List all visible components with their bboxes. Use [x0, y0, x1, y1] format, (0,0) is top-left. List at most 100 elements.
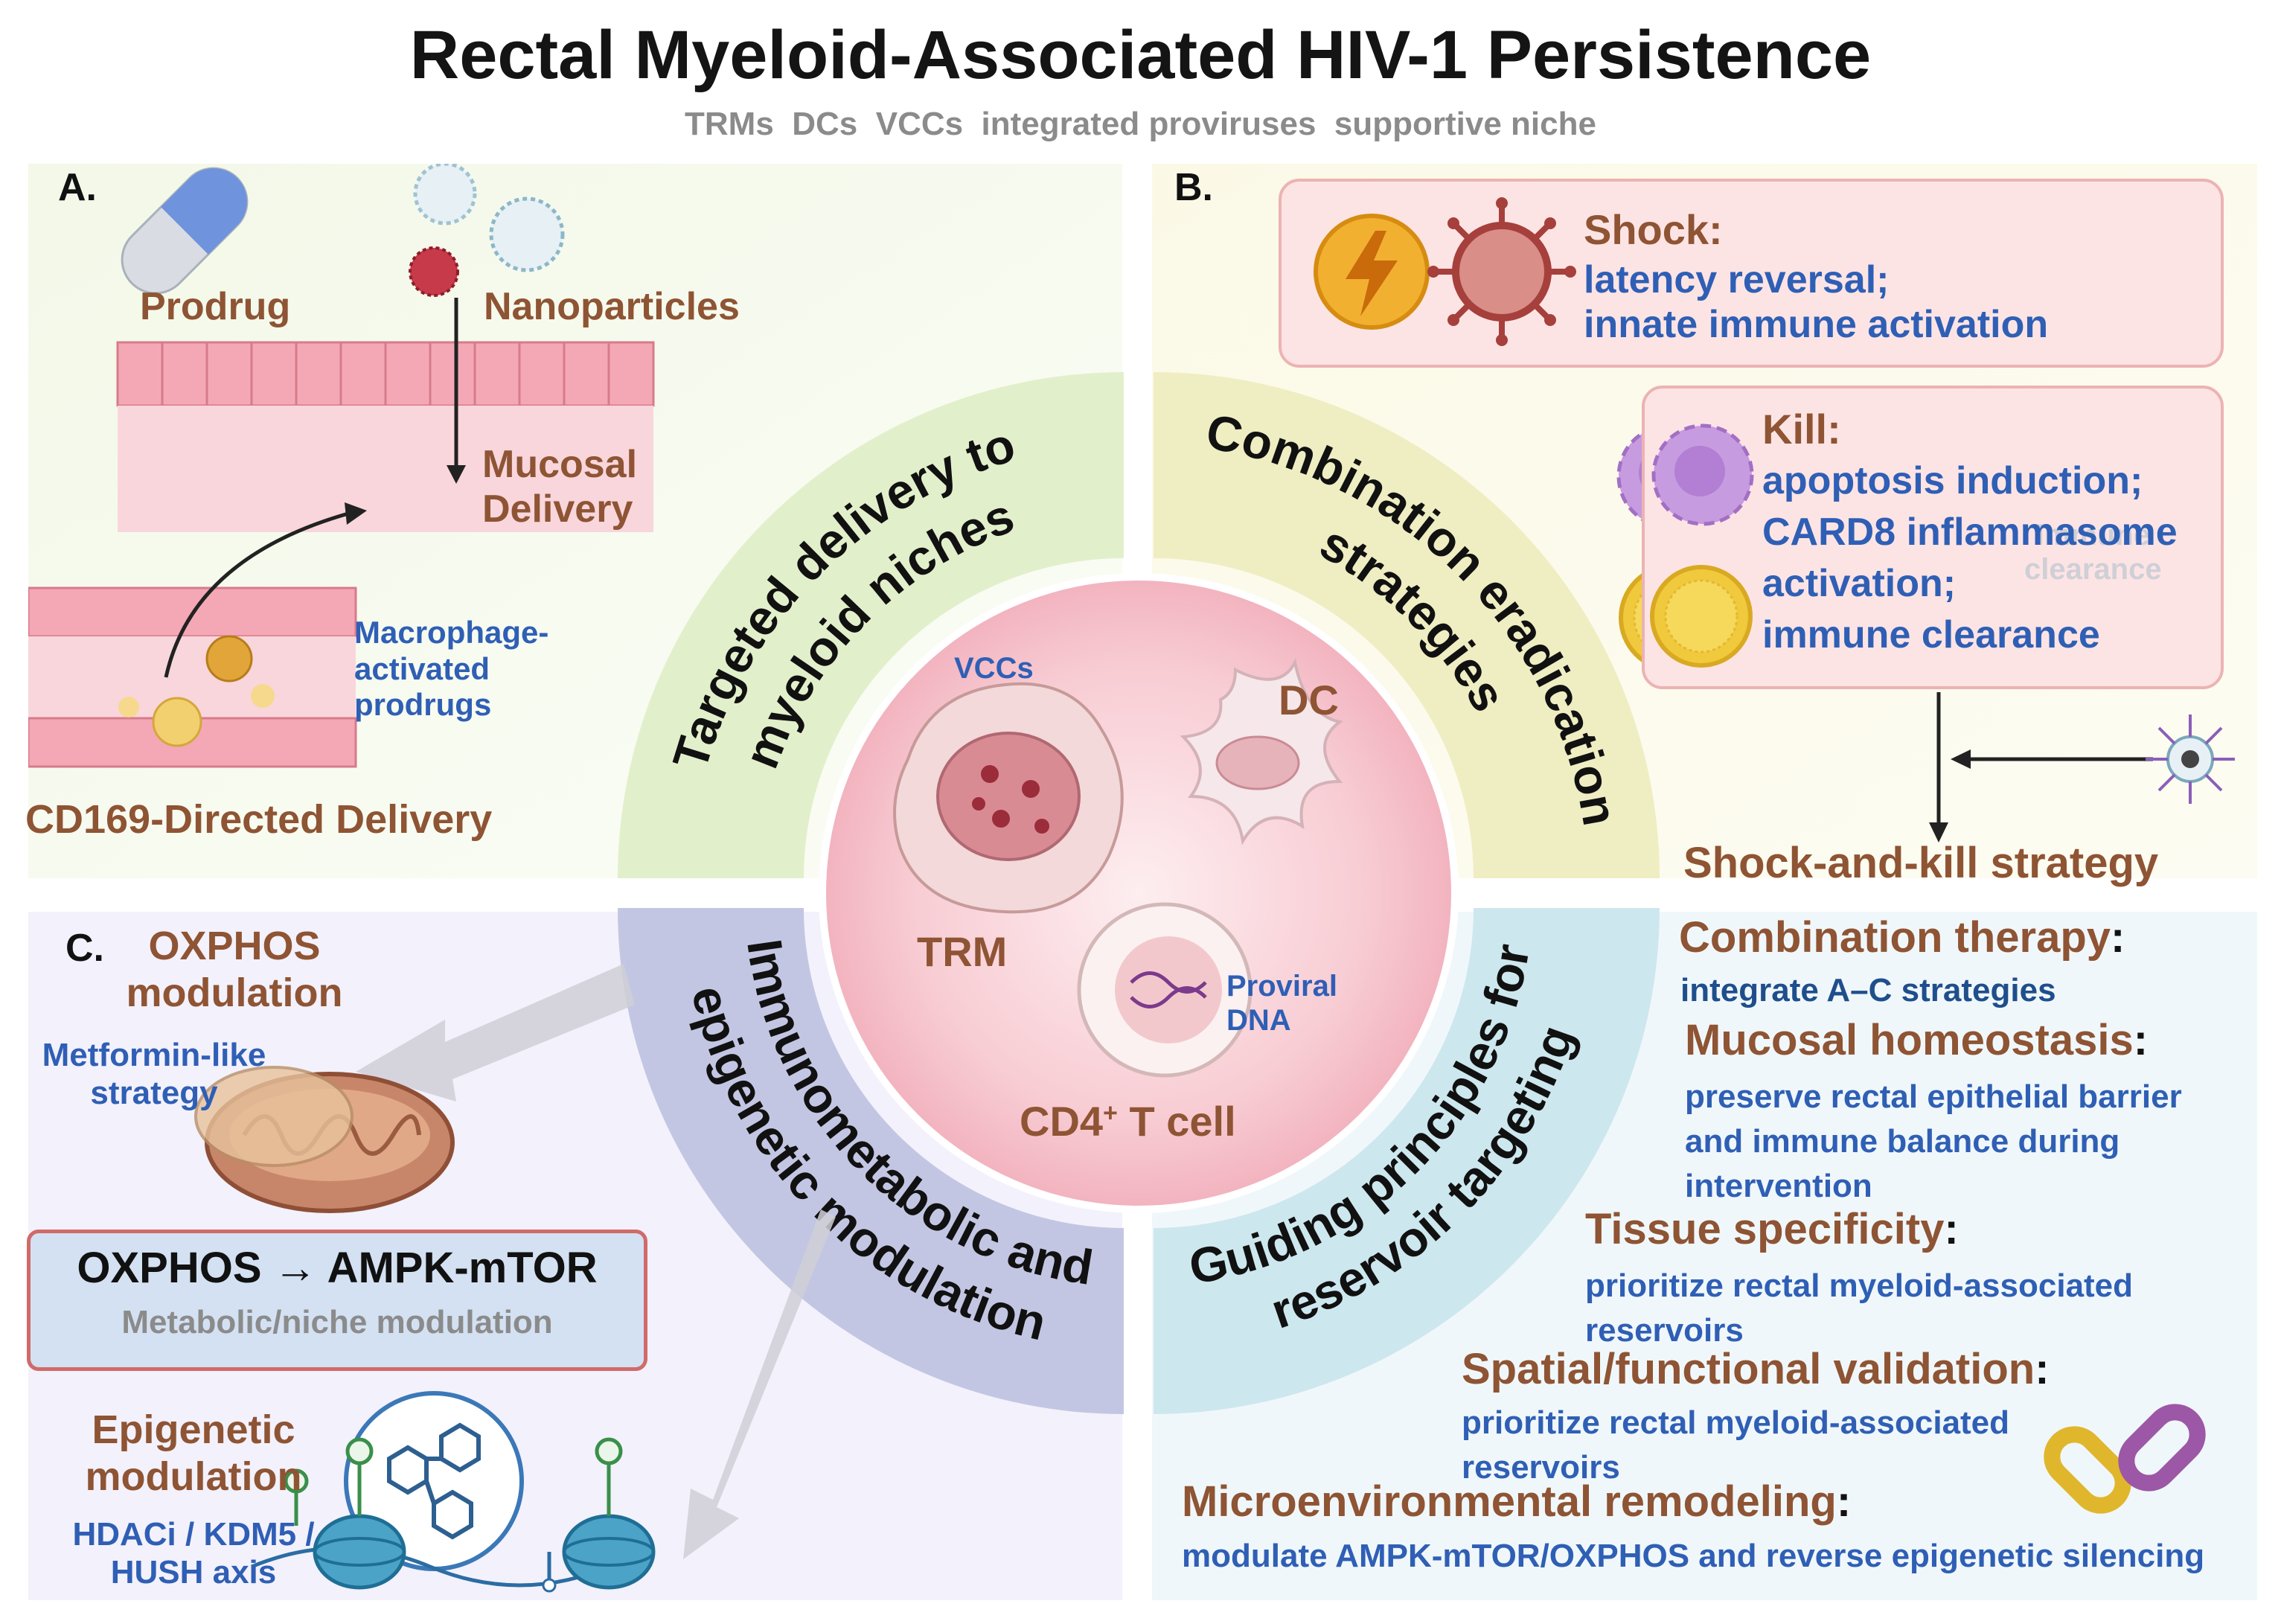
macrophage-line3: prodrugs	[354, 687, 492, 723]
kill-box-icons	[1650, 423, 1754, 668]
vcc-virus-icon	[972, 765, 1049, 834]
center-illustration	[893, 658, 1343, 1078]
item-2-line3: intervention	[1685, 1168, 1872, 1204]
mucosal-delivery-label: Mucosal Delivery	[482, 442, 637, 532]
item-5-title: Microenvironmental remodeling	[1182, 1477, 1837, 1526]
proviral-line2: DNA	[1226, 1004, 1291, 1038]
nucleosome-icon	[251, 1437, 656, 1593]
capsule-icon	[121, 167, 249, 295]
tissue-specificity-text: prioritize rectal myeloid-associated res…	[1585, 1264, 2133, 1353]
mitochondrion-icon	[194, 1066, 455, 1213]
item-4-line1: prioritize rectal myeloid-associated	[1462, 1404, 2010, 1441]
page-title: Rectal Myeloid-Associated HIV-1 Persiste…	[409, 17, 1872, 93]
oxphos-ampk-box	[27, 1230, 647, 1371]
combination-therapy-text: integrate A–C strategies	[1680, 972, 2056, 1008]
item-4-title: Spatial/functional validation	[1462, 1345, 2035, 1393]
nanoparticle-icon	[489, 196, 565, 272]
item-3-line1: prioritize rectal myeloid-associated	[1585, 1267, 2134, 1304]
kill-line4: immune clearance	[1762, 613, 2100, 656]
oxphos-ampk-subtitle: Metabolic/niche modulation	[121, 1304, 553, 1340]
combination-therapy-title: Combination therapy:	[1679, 912, 2125, 962]
metformin-label: Metformin-like strategy	[31, 1036, 277, 1112]
page-subtitle: TRMs DCs VCCs integrated proviruses supp…	[685, 106, 1596, 142]
item-4-line2: reservoirs	[1462, 1449, 1620, 1486]
epi-line2: modulation	[85, 1454, 302, 1499]
virus-icon	[1427, 197, 1576, 346]
colon: :	[2133, 1016, 2149, 1064]
dc-cell-icon	[1180, 658, 1343, 845]
nanoparticle-icon	[2146, 715, 2235, 804]
oxphos-ampk-title: OXPHOS → AMPK-mTOR	[77, 1244, 598, 1292]
cd4-text: CD4	[1020, 1098, 1104, 1145]
cd4-suffix: T cell	[1117, 1098, 1236, 1145]
oxphos-line1: OXPHOS	[148, 924, 321, 968]
nanoparticle-icon	[413, 164, 477, 226]
panel-b-label: B.	[1174, 166, 1213, 209]
chain-link-icon	[2044, 1404, 2206, 1514]
mucosal-line2: Delivery	[482, 487, 633, 531]
prodrug-particle-icon	[152, 697, 202, 747]
prodrug-label: Prodrug	[140, 285, 291, 328]
panel-a-label: A.	[58, 166, 97, 209]
shock-line1: latency reversal;	[1584, 258, 1890, 301]
cd4-superscript: +	[1103, 1099, 1118, 1128]
lightning-icon	[1314, 214, 1430, 330]
item-3-title: Tissue specificity	[1585, 1205, 1945, 1253]
dna-icon	[1130, 971, 1207, 1008]
immune-cell-icon	[1650, 565, 1753, 668]
spatial-validation-text: prioritize rectal myeloid-associated res…	[1462, 1401, 2009, 1490]
kill-description: apoptosis induction; CARD8 inflammasome …	[1762, 455, 2178, 661]
ring-quadrant-c	[618, 908, 1124, 1414]
mucosal-homeostasis-title: Mucosal homeostasis:	[1685, 1015, 2148, 1065]
targeting-arrow	[164, 511, 349, 678]
shock-title: Shock:	[1584, 206, 1723, 253]
immune-clearance-ghost-label: Immune clearance	[2024, 518, 2162, 587]
microenvironmental-remodeling-title: Microenvironmental remodeling:	[1182, 1477, 1851, 1527]
shock-description: latency reversal; innate immune activati…	[1584, 258, 2048, 348]
hdac-line2: HUSH axis	[110, 1554, 277, 1591]
ring-quadrant-b	[1154, 372, 1660, 878]
item-2-title: Mucosal homeostasis	[1685, 1016, 2134, 1064]
proviral-line1: Proviral	[1226, 970, 1337, 1003]
lamina-propria	[118, 406, 653, 532]
item-1-title: Combination therapy	[1679, 913, 2111, 962]
shock-line2: innate immune activation	[1584, 303, 2049, 347]
prodrug-particle-icon	[118, 697, 139, 717]
ghost-line1: Immune	[2035, 519, 2150, 552]
panel-c-label: C.	[65, 927, 104, 970]
colon: :	[2111, 913, 2125, 962]
panel-c-illustration	[194, 964, 836, 1593]
trm-cell-icon	[893, 682, 1124, 914]
metabolic-arrow	[356, 964, 635, 1102]
dc-label: DC	[1279, 677, 1339, 723]
kill-line1: apoptosis induction;	[1762, 459, 2143, 502]
kill-line2: CARD8 inflammasome	[1762, 511, 2178, 554]
ring-quadrant-d	[1154, 908, 1660, 1414]
panel-a-illustration	[28, 164, 655, 768]
ring-quadrant-a	[618, 372, 1124, 878]
nanoparticle-icon	[409, 246, 459, 297]
prodrug-particle-icon	[251, 684, 275, 708]
epigenetic-modulation-label: Epigenetic modulation	[52, 1407, 335, 1500]
colon: :	[1836, 1477, 1852, 1526]
mucosal-line1: Mucosal	[482, 443, 638, 486]
cd4-t-cell-icon	[1077, 902, 1253, 1078]
kill-box	[1642, 386, 2224, 689]
microenvironmental-text-clip: modulate AMPK-mTOR/OXPHOS and reverse ep…	[1182, 1538, 2253, 1582]
colon: :	[2035, 1345, 2050, 1393]
macrophage-line2: activated	[354, 650, 490, 686]
nanoparticles-label: Nanoparticles	[484, 285, 740, 328]
epi-line1: Epigenetic	[92, 1407, 295, 1452]
shock-and-kill-label: Shock-and-kill strategy	[1683, 839, 2159, 887]
macrophage-line1: Macrophage-	[354, 615, 549, 650]
proviral-dna-label: Proviral DNA	[1226, 969, 1337, 1038]
mucosal-homeostasis-text: preserve rectal epithelial barrier and i…	[1685, 1075, 2182, 1209]
metformin-line1: Metformin-like	[42, 1037, 266, 1073]
hdac-line1: HDACi / KDM5 /	[72, 1516, 315, 1553]
cd4-t-cell-label: CD4+ T cell	[1020, 1097, 1236, 1145]
oxphos-line2: modulation	[126, 970, 343, 1015]
metformin-line2: strategy	[90, 1075, 218, 1112]
tissue-specificity-title: Tissue specificity:	[1585, 1204, 1959, 1254]
trm-label: TRM	[917, 928, 1008, 975]
apoptotic-cell-icon	[1651, 423, 1754, 526]
